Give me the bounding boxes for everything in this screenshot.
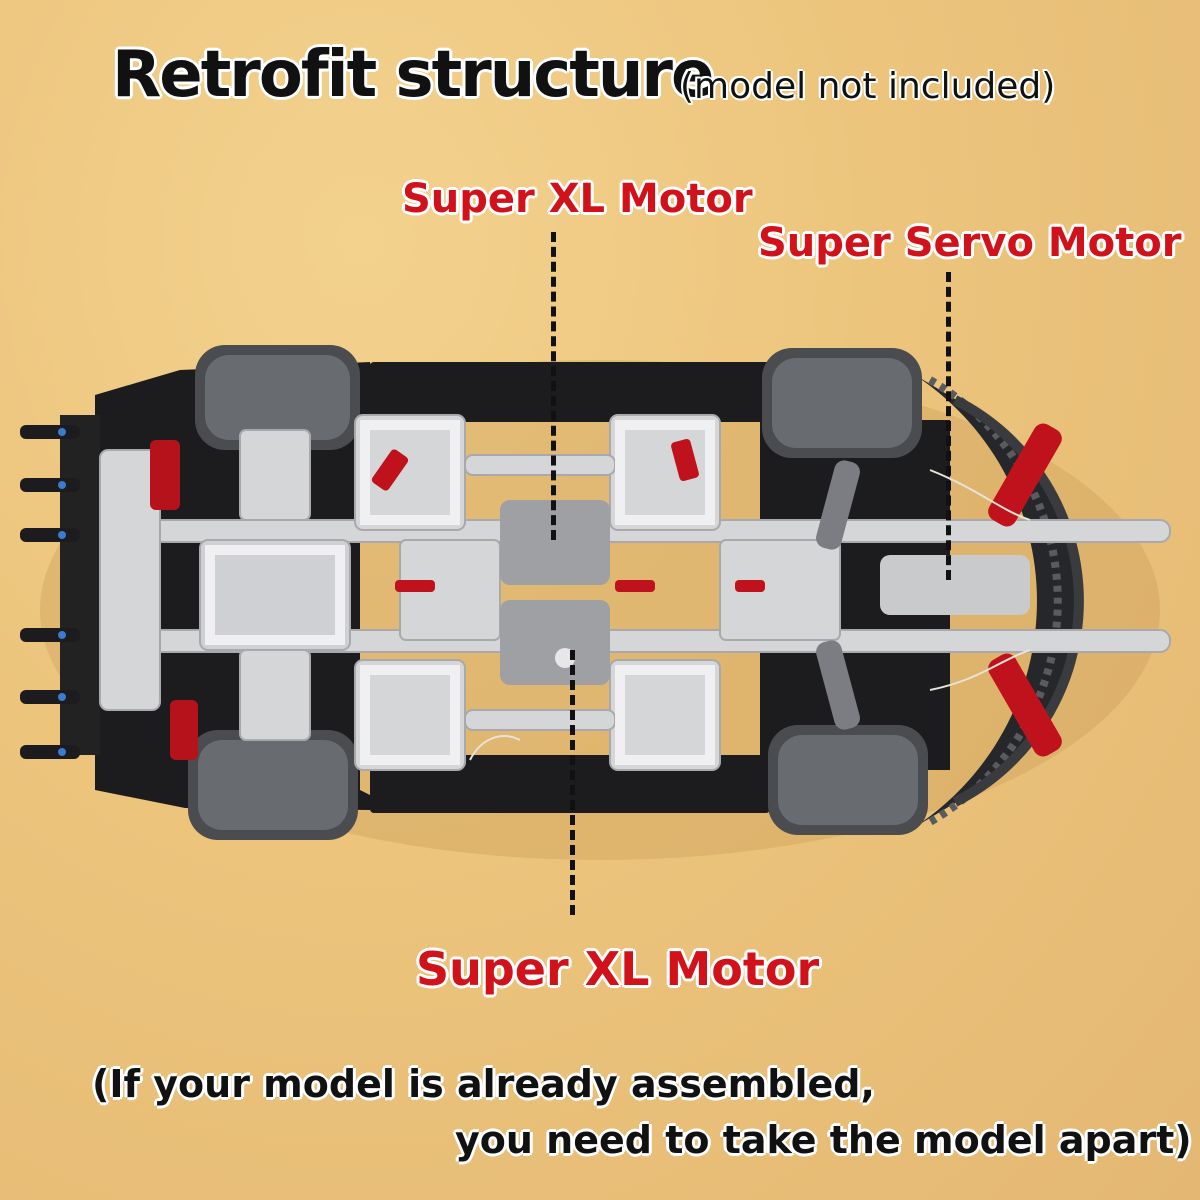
pointer-line-top-motor (551, 232, 556, 540)
label-bottom-xl-motor: Super XL Motor (416, 942, 820, 996)
pointer-line-bottom-motor (570, 650, 575, 915)
assembly-note-line1: (If your model is already assembled, (92, 1062, 875, 1106)
label-top-xl-motor: Super XL Motor (402, 176, 753, 222)
page-subtitle: (model not included) (680, 66, 1056, 107)
pointer-line-servo-motor (946, 272, 951, 580)
page-title: Retrofit structure (112, 38, 714, 112)
label-servo-motor: Super Servo Motor (758, 220, 1182, 266)
assembly-note-line2: you need to take the model apart) (455, 1118, 1192, 1162)
